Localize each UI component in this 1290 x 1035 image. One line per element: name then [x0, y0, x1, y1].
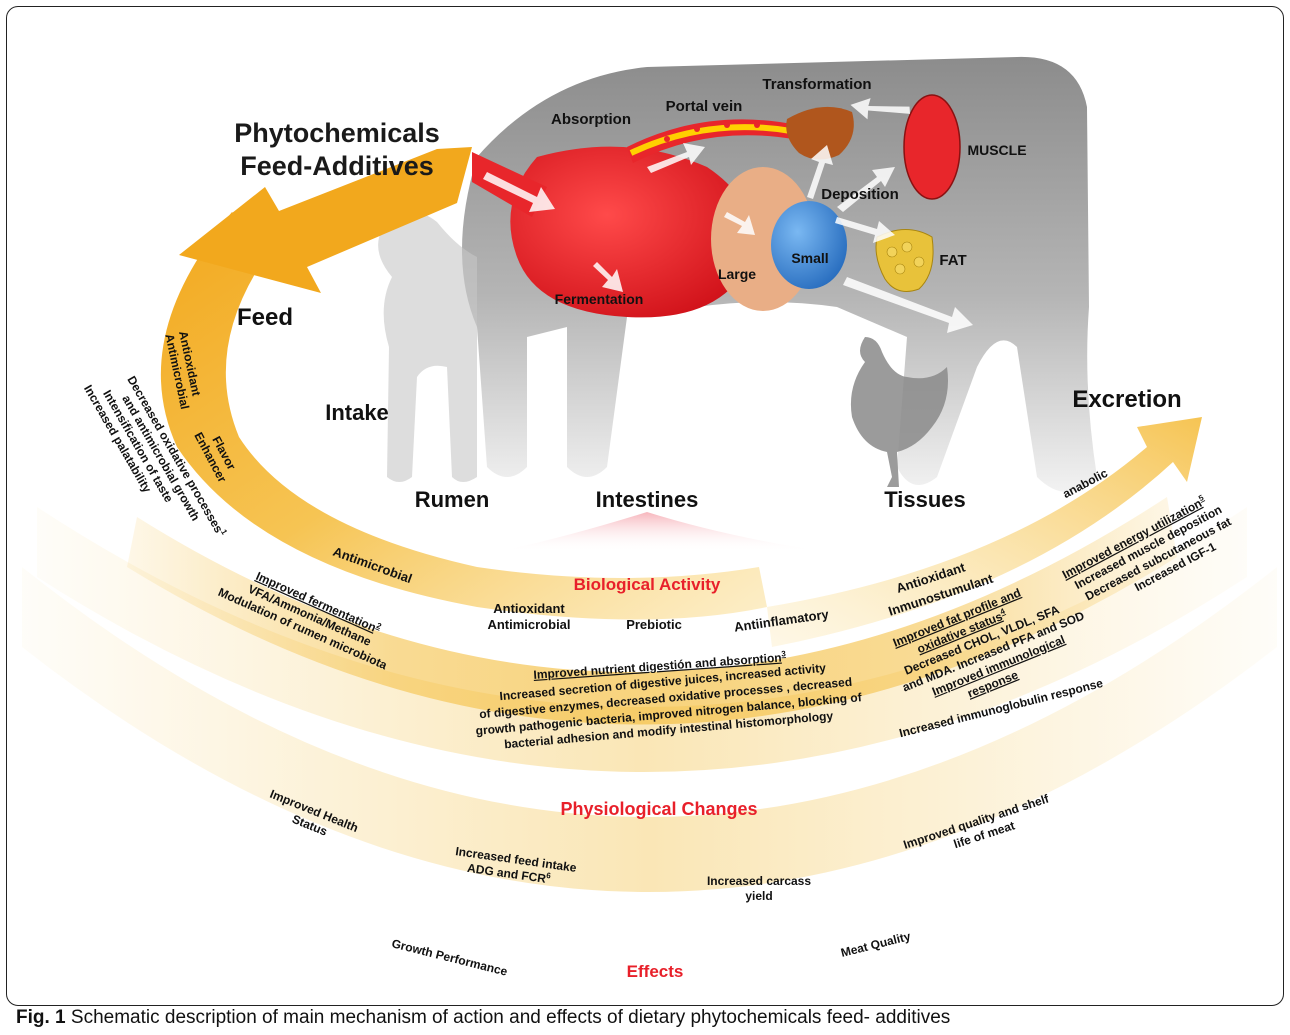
portal-vein [627, 119, 797, 163]
title-line1: Phytochemicals [234, 118, 440, 148]
stage-intestines: Intestines [596, 487, 699, 512]
growth-performance-label: Growth Performance [390, 936, 509, 978]
transformation-label: Transformation [762, 76, 871, 93]
physiological-arc [37, 507, 1247, 772]
stage-tissues: Tissues [884, 487, 966, 512]
caption-text: Schematic description of main mechanism … [65, 1007, 951, 1028]
deposition-label: Deposition [821, 186, 899, 203]
figure-frame: Phytochemicals Feed-Additives Absorption… [6, 6, 1284, 1006]
mechanism-diagram: Phytochemicals Feed-Additives Absorption… [22, 56, 1277, 981]
title-line2: Feed-Additives [240, 151, 434, 181]
muscle-organ [903, 94, 961, 200]
feed-arc [160, 212, 767, 620]
excretion-arrow [767, 417, 1202, 647]
fat-label: FAT [939, 252, 966, 269]
flow-arrows [483, 98, 973, 333]
caption-label: Fig. 1 [16, 1007, 66, 1028]
stage-intake: Intake [325, 400, 389, 425]
effects-arc [22, 567, 1277, 892]
effects-title: Effects [627, 962, 684, 981]
intestines-bracket [497, 512, 827, 552]
small-label: Small [791, 250, 828, 266]
small-intestine-organ [771, 201, 847, 289]
intestine-antimicrobial: Antimicrobial [487, 617, 570, 632]
chicken-silhouette [850, 337, 948, 487]
biological-arc [127, 497, 1177, 725]
physiological-changes-title: Physiological Changes [560, 799, 757, 819]
stage-feed: Feed [237, 304, 293, 331]
sheep-silhouette [378, 212, 477, 482]
carcass-line1: Increased carcass [707, 874, 811, 888]
fermentation-label: Fermentation [555, 291, 644, 307]
figure-caption: Fig. 1 Schematic description of main mec… [16, 1007, 950, 1029]
portal-vein-label: Portal vein [666, 98, 743, 115]
intestine-antioxidant: Antioxidant [493, 601, 565, 616]
liver-organ [786, 106, 854, 160]
stage-excretion: Excretion [1072, 386, 1181, 413]
fat-organ [875, 229, 934, 292]
meat-quality-label: Meat Quality [839, 929, 912, 960]
prebiotic-label: Prebiotic [626, 617, 682, 632]
large-label: Large [718, 266, 756, 282]
muscle-label: MUSCLE [967, 142, 1026, 158]
stage-rumen: Rumen [415, 487, 490, 512]
carcass-line2: yield [745, 889, 772, 903]
feed-arrow [179, 147, 472, 293]
biological-activity-title: Biological Activity [574, 575, 721, 594]
absorption-label: Absorption [551, 111, 631, 128]
